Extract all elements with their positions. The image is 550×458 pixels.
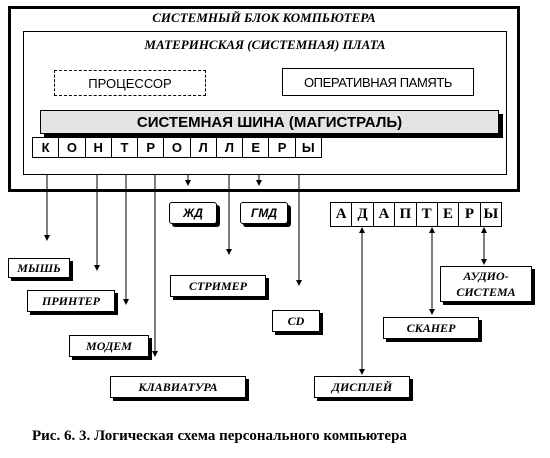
adapter-letter-cell: А bbox=[331, 203, 353, 226]
device-streamer: СТРИМЕР bbox=[170, 275, 266, 297]
adapter-letter-cell: А bbox=[374, 203, 396, 226]
controller-letter-cell: Р bbox=[138, 138, 165, 157]
controller-letter-cell: Л bbox=[217, 138, 244, 157]
system-bus: СИСТЕМНАЯ ШИНА (МАГИСТРАЛЬ) bbox=[40, 110, 499, 134]
device-keyboard: КЛАВИАТУРА bbox=[110, 376, 246, 398]
device-scanner: СКАНЕР bbox=[383, 317, 479, 339]
motherboard-title: МАТЕРИНСКАЯ (СИСТЕМНАЯ) ПЛАТА bbox=[144, 37, 386, 52]
controller-letter-cell: Л bbox=[191, 138, 217, 157]
adapter-letter-cell: Ы bbox=[483, 206, 499, 222]
device-audio-system: АУДИО- СИСТЕМА bbox=[440, 266, 532, 302]
system-unit-frame bbox=[8, 6, 520, 192]
system-unit-title: СИСТЕМНЫЙ БЛОК КОМПЬЮТЕРА bbox=[152, 10, 376, 25]
adapter-letter-cell: Д bbox=[352, 203, 374, 226]
controller-letter-cell: Р bbox=[269, 138, 296, 157]
adapter-letter-cell: Р bbox=[459, 203, 481, 226]
controller-letter-cell: К bbox=[33, 138, 60, 157]
controller-letter-cell: О bbox=[164, 138, 191, 157]
ram-box: ОПЕРАТИВНАЯ ПАМЯТЬ bbox=[282, 68, 474, 96]
device-mouse: МЫШЬ bbox=[8, 258, 70, 278]
figure-caption: Рис. 6. 3. Логическая схема персональног… bbox=[32, 428, 407, 444]
controller-letter-cell: Т bbox=[112, 138, 139, 157]
adapter-letter-cell: Т bbox=[417, 203, 438, 226]
device-printer: ПРИНТЕР bbox=[27, 290, 115, 312]
controller-letter-cell: О bbox=[59, 138, 86, 157]
processor-box: ПРОЦЕССОР bbox=[54, 70, 206, 96]
controller-letter-cell: Н bbox=[86, 138, 112, 157]
fdd-box: ГМД bbox=[240, 202, 288, 224]
adapter-letter-cell: Е bbox=[438, 203, 460, 226]
audio-label-line1: АУДИО- bbox=[463, 269, 509, 283]
device-modem: МОДЕМ bbox=[69, 335, 149, 357]
controller-letter-cell: Ы bbox=[301, 140, 315, 155]
device-cd: CD bbox=[272, 310, 320, 332]
adapter-letter-cell: П bbox=[395, 203, 417, 226]
device-display: ДИСПЛЕЙ bbox=[314, 376, 410, 398]
audio-label-line2: СИСТЕМА bbox=[456, 285, 516, 299]
controller-letter-cell: Е bbox=[243, 138, 270, 157]
hdd-box: ЖД bbox=[169, 202, 217, 224]
